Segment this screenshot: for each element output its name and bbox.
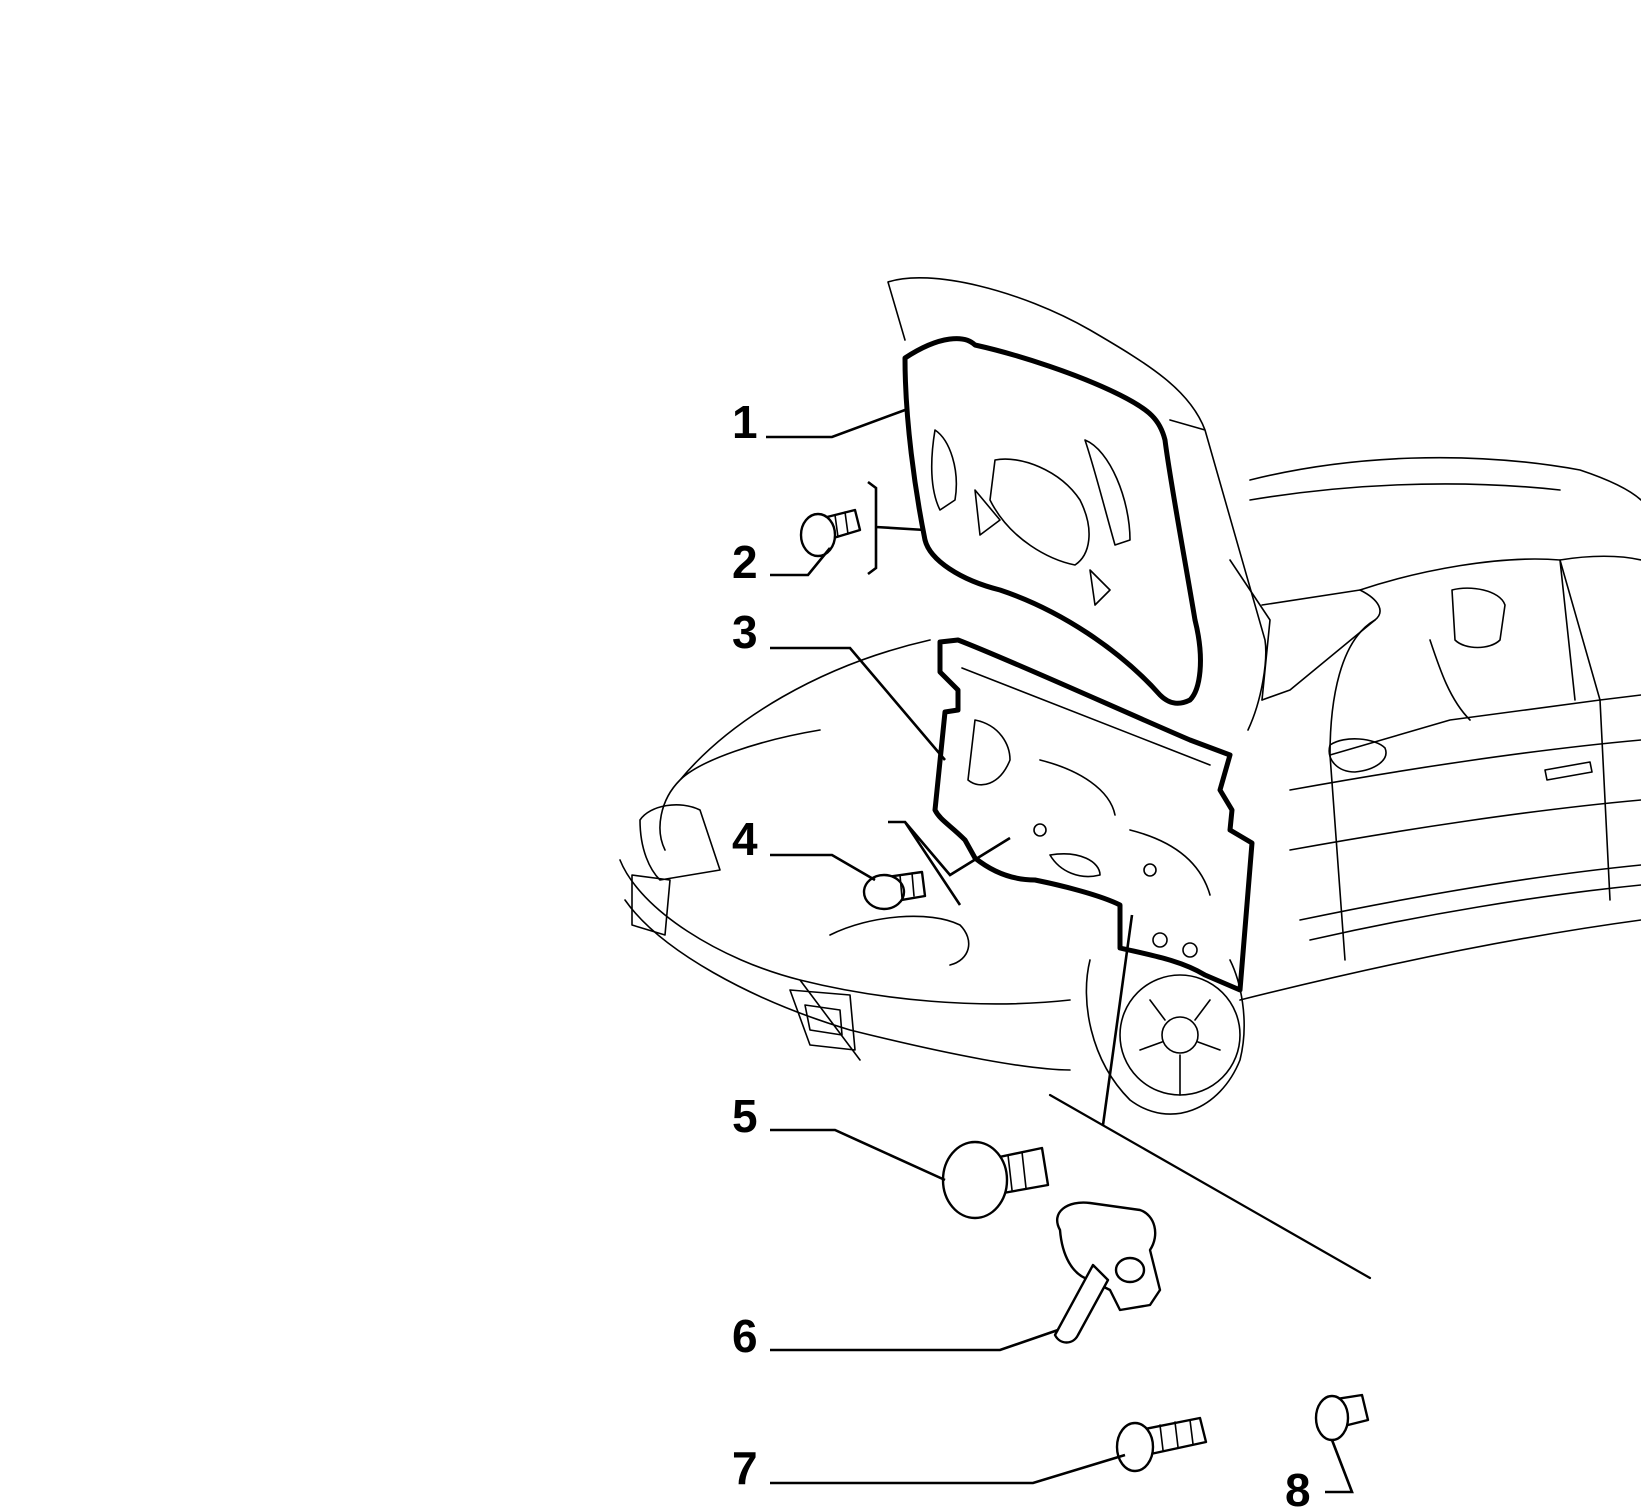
part-6-bonnet-stay <box>1053 1201 1162 1344</box>
front-wheel-hub <box>1161 1016 1199 1054</box>
bonnet-front-edge <box>829 915 970 966</box>
bonnet-rib-1 <box>989 458 1090 566</box>
bracket-4 <box>888 820 1011 906</box>
part-8-fastener <box>1314 1393 1370 1442</box>
leader-5 <box>770 1128 946 1182</box>
door-cut-lines <box>1329 699 1611 961</box>
front-fender <box>659 639 931 851</box>
callout-labels: 1 2 3 4 5 6 7 8 <box>732 396 1311 1512</box>
callout-6: 6 <box>732 1310 758 1362</box>
callout-5: 5 <box>732 1090 758 1142</box>
panel-hole-d <box>1182 942 1198 958</box>
wheel-spokes <box>1139 999 1221 1096</box>
windscreen <box>1261 589 1381 701</box>
part-2-fastener <box>799 508 862 558</box>
callout-3: 3 <box>732 606 758 658</box>
rear-door-frame <box>1559 555 1641 701</box>
leader-8 <box>1325 1439 1354 1494</box>
panel-hole-c <box>1152 932 1168 948</box>
panel-hole-b <box>1143 863 1157 877</box>
side-mirror <box>1328 738 1387 773</box>
part-5-fastener <box>941 1140 1050 1220</box>
leader-1 <box>766 408 906 439</box>
headlamp <box>639 804 721 881</box>
car-body <box>619 276 1641 1280</box>
panel-hole-a <box>1033 823 1047 837</box>
open-bonnet-outline <box>887 276 1267 731</box>
bracket-2 <box>867 480 926 576</box>
bonnet-inner-panel <box>902 336 1203 706</box>
callout-4: 4 <box>732 813 758 865</box>
front-door-frame <box>1329 558 1601 756</box>
front-wheel-arch <box>1085 959 1245 1115</box>
grille <box>631 874 671 936</box>
leader-2 <box>770 547 832 577</box>
insulation-panel-part <box>932 637 1255 993</box>
part-7-fastener <box>1115 1416 1208 1473</box>
insulation-panel-inner <box>961 667 1211 896</box>
insulation-panel-outline <box>932 637 1255 993</box>
front-bumper <box>619 859 1071 1071</box>
leader-6 <box>770 1328 1059 1352</box>
callout-2: 2 <box>732 536 758 588</box>
seat-headrest <box>1429 587 1506 721</box>
bonnet-part <box>902 336 1203 706</box>
leader-7 <box>770 1453 1126 1485</box>
body-side-line <box>1289 739 1641 941</box>
bonnet-rib-2 <box>930 429 1001 536</box>
callout-7: 7 <box>732 1442 758 1494</box>
leader-stem-5 <box>1101 914 1134 1126</box>
callout-1: 1 <box>732 396 758 448</box>
bonnet-rib-3 <box>1084 439 1131 606</box>
bonnet-hinge-edge <box>1229 559 1271 701</box>
leader-3 <box>770 646 946 761</box>
door-handle-front <box>1544 761 1593 781</box>
sill-line <box>1239 919 1641 1001</box>
leader-lines <box>766 408 1354 1494</box>
roof-line <box>1249 456 1641 501</box>
callout-8: 8 <box>1285 1464 1311 1512</box>
fog-lamp <box>789 989 856 1051</box>
leader-4 <box>770 853 876 882</box>
part-4-fastener <box>862 870 927 911</box>
ground-line <box>1048 1093 1372 1280</box>
